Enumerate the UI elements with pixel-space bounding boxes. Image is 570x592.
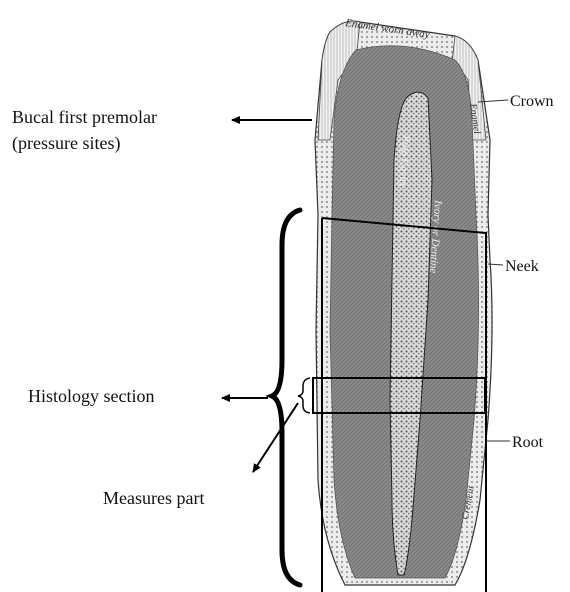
histology-label: Histology section: [28, 385, 155, 407]
neck-label: Neek: [505, 256, 539, 278]
measures-brace: [298, 378, 310, 413]
histology-brace: [272, 210, 300, 585]
buccal-label-line2: (pressure sites): [12, 132, 120, 154]
root-label: Root: [512, 432, 543, 454]
buccal-label-line1: Bucal first premolar: [12, 106, 157, 128]
measures-arrow: [253, 403, 298, 472]
measures-label: Measures part: [103, 487, 204, 509]
crown-label: Crown: [510, 91, 554, 113]
